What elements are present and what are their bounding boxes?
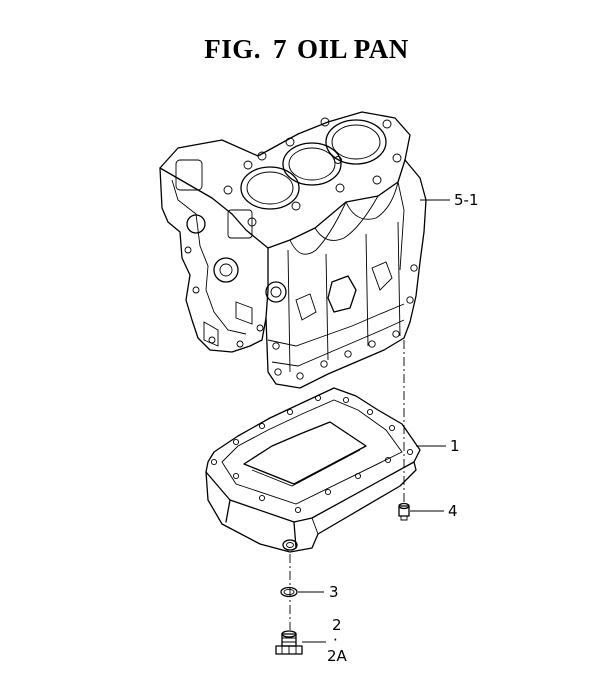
figure-title: FIG. 7 OIL PAN — [0, 34, 613, 65]
callout-2: 2 — [332, 616, 342, 634]
drain-plug-part — [275, 630, 303, 655]
callout-4: 4 — [448, 502, 458, 520]
figure-number: 7 — [273, 34, 287, 64]
oil-pan-drawing — [205, 387, 421, 553]
leader-lines — [298, 199, 450, 643]
gasket-part — [280, 586, 298, 598]
figure-title-prefix: FIG. — [204, 34, 261, 64]
callout-2a: 2A — [327, 647, 348, 665]
figure-title-name: OIL PAN — [297, 34, 409, 64]
callout-1: 1 — [450, 437, 460, 455]
callout-2-dot: · — [333, 631, 338, 649]
callout-3: 3 — [329, 583, 339, 601]
callout-5-1: 5-1 — [454, 191, 479, 209]
bolt-part — [398, 502, 410, 521]
cylinder-block-drawing — [159, 111, 427, 389]
